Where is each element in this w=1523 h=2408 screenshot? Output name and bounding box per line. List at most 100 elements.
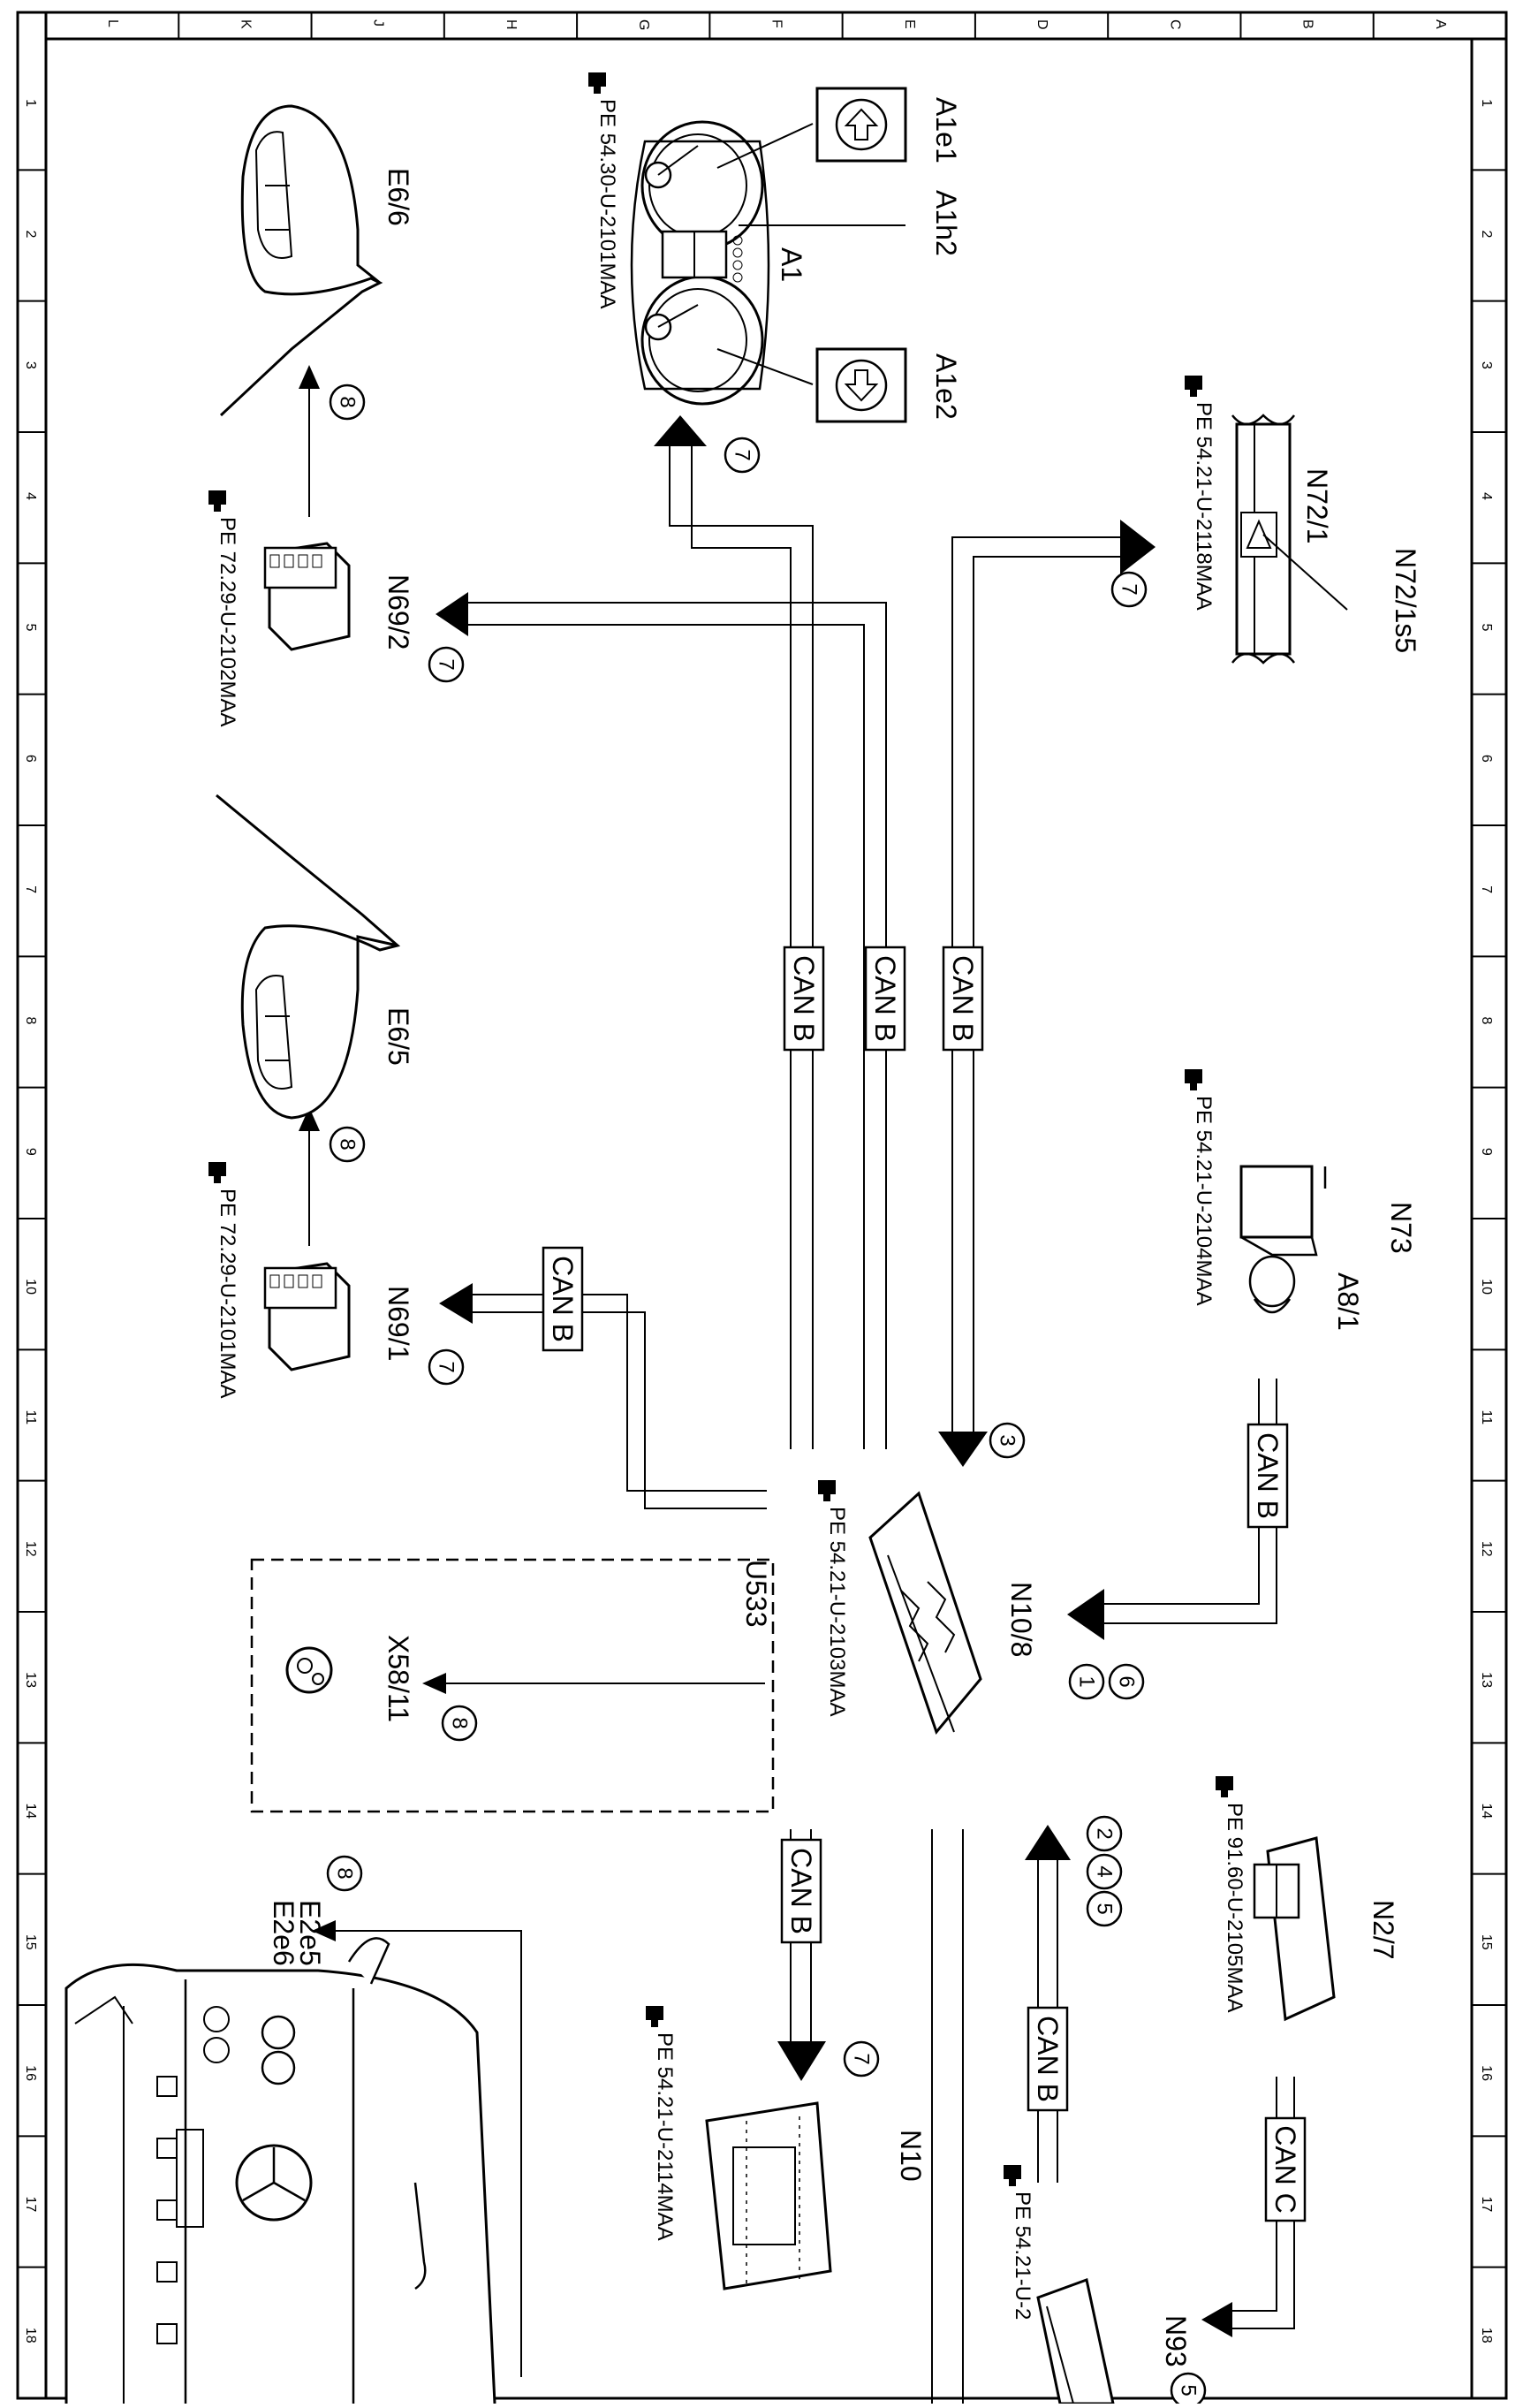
pointer-hand-icon	[1004, 2165, 1021, 2186]
step-number: 4	[1093, 1865, 1117, 1877]
pe-ref-n10: PE 54.21-U-2114MAA	[653, 2032, 677, 2241]
pe-ref-e6-6: PE 72.29-U-2102MAA	[216, 517, 239, 726]
pointer-hand-icon	[646, 2006, 663, 2027]
column-label: F	[769, 19, 784, 28]
step-number: 2	[1093, 1827, 1117, 1839]
step-marker: 8	[329, 1126, 366, 1163]
arrow-to-n72-1	[1120, 520, 1156, 574]
row-label-right: 13	[1479, 1672, 1494, 1688]
pe-ref-n2-7: PE 91.60-U-2105MAA	[1223, 1803, 1246, 2012]
row-label-left: 2	[23, 231, 38, 239]
arrow-to-n93	[1201, 2302, 1232, 2337]
row-label-left: 6	[23, 755, 38, 763]
column-label: C	[1167, 19, 1182, 30]
step-marker: 8	[441, 1705, 478, 1742]
step-number: 8	[336, 396, 360, 407]
step-marker: 5	[1170, 2372, 1207, 2408]
step-marker: 7	[428, 1348, 465, 1386]
step-number: 8	[336, 1138, 360, 1150]
can-b-wiring	[436, 415, 1277, 2404]
label-n10: N10	[895, 2130, 927, 2182]
pointer-hand-icon	[818, 1480, 836, 1501]
row-label-right: 2	[1479, 231, 1494, 239]
row-label-left: 13	[23, 1672, 38, 1688]
row-label-right: 1	[1479, 99, 1494, 107]
label-n72-1: N72/1	[1301, 468, 1333, 543]
label-e6-6: E6/6	[383, 168, 414, 226]
connector-x58-11	[285, 1646, 333, 1694]
step-number: 7	[850, 2053, 874, 2064]
down-button-a1e2	[815, 347, 907, 423]
step-number: 8	[333, 1867, 357, 1879]
label-a1e1: A1e1	[930, 97, 962, 163]
label-n73: N73	[1385, 1202, 1417, 1254]
column-label: D	[1034, 19, 1049, 30]
row-label-right: 17	[1479, 2197, 1494, 2213]
row-label-right: 3	[1479, 361, 1494, 369]
column-label: H	[504, 19, 519, 30]
label-u533: U533	[740, 1560, 772, 1628]
step-marker: 8	[326, 1855, 363, 1892]
pointer-hand-icon	[1185, 376, 1202, 397]
step-marker: 3	[989, 1422, 1026, 1459]
row-label-right: 16	[1479, 2065, 1494, 2081]
control-module-n10-8	[868, 1491, 982, 1736]
step-number: 7	[435, 1361, 458, 1372]
ignition-switch-n73	[1239, 1165, 1327, 1314]
row-label-right: 9	[1479, 1148, 1494, 1156]
step-number: 8	[448, 1717, 472, 1728]
control-module-n2-7	[1253, 1836, 1336, 2022]
svg-text:CAN B: CAN B	[547, 1256, 579, 1342]
step-marker: 7	[1110, 571, 1148, 608]
step-marker: 7	[843, 2040, 880, 2078]
step-marker: 2	[1086, 1815, 1123, 1852]
label-a8-1: A8/1	[1332, 1272, 1364, 1331]
label-e6-5: E6/5	[383, 1007, 414, 1066]
step-number: 7	[731, 449, 754, 460]
step-number: 6	[1115, 1675, 1139, 1687]
mirror-e6-6	[219, 104, 383, 417]
label-n69-2: N69/2	[383, 574, 414, 649]
up-button-a1e1	[815, 87, 907, 163]
svg-text:CAN B: CAN B	[785, 1848, 817, 1934]
step-number: 7	[1118, 583, 1141, 595]
label-e2e5: E2e5	[294, 1900, 326, 1966]
mirror-e6-5	[216, 794, 401, 1120]
row-label-left: 8	[23, 1017, 38, 1025]
column-label: L	[105, 19, 120, 27]
step-number: 5	[1177, 2384, 1201, 2396]
pe-ref-e6-5: PE 72.29-U-2101MAA	[216, 1189, 239, 1398]
arrow-up-from-n2-7	[1025, 1825, 1071, 1860]
row-label-left: 4	[23, 492, 38, 500]
can-bus-label-1: CAN B	[783, 946, 825, 1052]
row-label-left: 18	[23, 2328, 38, 2343]
pointer-hand-icon	[1185, 1069, 1202, 1090]
label-n72-1s5: N72/1s5	[1390, 548, 1421, 653]
svg-text:CAN B: CAN B	[947, 955, 979, 1042]
control-module-n93	[1036, 2278, 1115, 2405]
can-bus-label-2: CAN B	[864, 946, 906, 1052]
label-e2e6: E2e6	[268, 1900, 299, 1966]
row-label-right: 5	[1479, 624, 1494, 632]
arrow-to-n10-8-from-top	[938, 1432, 988, 1467]
door-module-n69-1	[263, 1262, 351, 1371]
pointer-hand-icon	[588, 72, 606, 94]
step-number: 7	[435, 658, 458, 670]
label-n2-7: N2/7	[1368, 1900, 1399, 1960]
label-n10-8: N10/8	[1005, 1582, 1037, 1657]
arrow-to-n10	[777, 2041, 826, 2081]
step-marker: 8	[329, 384, 366, 421]
can-bus-label-can-c: CAN C	[1264, 2116, 1307, 2222]
row-label-right: 12	[1479, 1541, 1494, 1557]
can-bus-label-3: CAN B	[942, 946, 984, 1052]
row-label-left: 16	[23, 2065, 38, 2081]
can-bus-label-5: CAN B	[1246, 1423, 1289, 1529]
step-marker: 7	[724, 437, 761, 474]
column-label: E	[902, 19, 917, 29]
row-label-left: 9	[23, 1148, 38, 1156]
pe-ref-n73: PE 54.21-U-2104MAA	[1192, 1096, 1216, 1305]
step-marker: 1	[1068, 1663, 1105, 1700]
arrow-to-n69-1	[439, 1283, 473, 1324]
column-label: A	[1433, 19, 1448, 29]
row-label-right: 14	[1479, 1804, 1494, 1819]
